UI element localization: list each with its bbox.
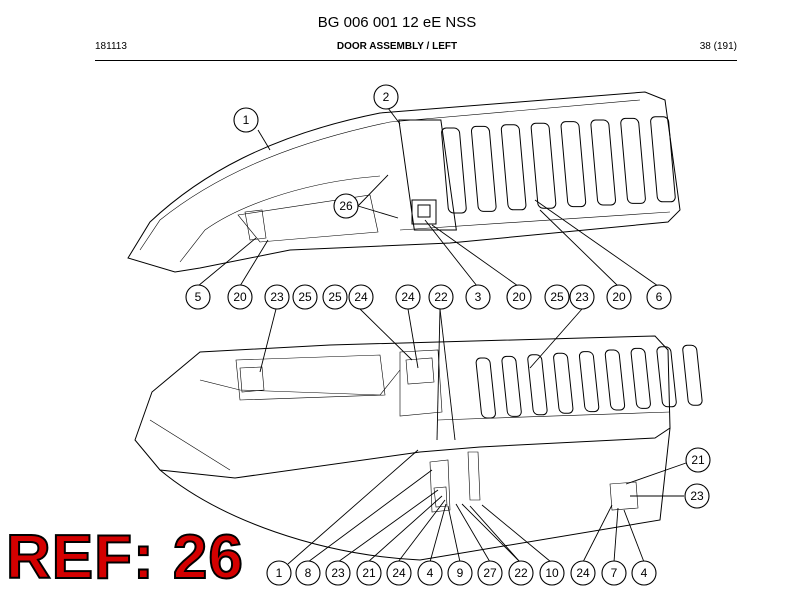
callout-2: 2 bbox=[373, 84, 399, 110]
callout-bubble: 20 bbox=[606, 284, 632, 310]
callout-bubble: 23 bbox=[569, 284, 595, 310]
callout-1-top: 1 bbox=[233, 107, 259, 133]
louver-slot bbox=[656, 346, 677, 408]
louver-slot bbox=[475, 357, 496, 419]
header-rule bbox=[95, 60, 737, 61]
callout-bubble: 25 bbox=[544, 284, 570, 310]
svg-text:23: 23 bbox=[690, 489, 704, 503]
page-number: 38 (191) bbox=[699, 41, 737, 52]
svg-text:10: 10 bbox=[545, 566, 559, 580]
louver-slot bbox=[590, 119, 617, 206]
reference-stamp: REF: 26 bbox=[5, 523, 244, 592]
callout-bubble: 3 bbox=[465, 284, 491, 310]
callout-bubble: 5 bbox=[185, 284, 211, 310]
louver-slot bbox=[441, 127, 467, 214]
callout-bubble: 23 bbox=[325, 560, 351, 586]
callout-bubble: 23 bbox=[264, 284, 290, 310]
callout-23-right: 23 bbox=[684, 483, 710, 509]
callout-bubble: 22 bbox=[508, 560, 534, 586]
svg-text:1: 1 bbox=[243, 113, 250, 127]
louver-slot bbox=[500, 124, 527, 211]
svg-text:5: 5 bbox=[195, 290, 202, 304]
louver-slot bbox=[630, 347, 651, 409]
louver-slot bbox=[527, 354, 548, 416]
svg-text:23: 23 bbox=[575, 290, 589, 304]
callout-bubble: 4 bbox=[631, 560, 657, 586]
document-code: 181113 bbox=[95, 41, 127, 52]
svg-text:20: 20 bbox=[512, 290, 526, 304]
louver-slot bbox=[530, 122, 557, 209]
callout-bubble: 8 bbox=[295, 560, 321, 586]
svg-text:2: 2 bbox=[383, 90, 390, 104]
svg-text:6: 6 bbox=[656, 290, 663, 304]
louver-slot bbox=[560, 121, 587, 208]
svg-text:26: 26 bbox=[339, 199, 353, 213]
svg-text:24: 24 bbox=[392, 566, 406, 580]
callout-bubble: 22 bbox=[428, 284, 454, 310]
svg-text:7: 7 bbox=[611, 566, 618, 580]
document-title: BG 006 001 12 eE NSS bbox=[317, 14, 477, 31]
svg-text:1: 1 bbox=[276, 566, 283, 580]
svg-text:8: 8 bbox=[305, 566, 312, 580]
callout-21-right: 21 bbox=[685, 447, 711, 473]
louver-slot bbox=[650, 116, 676, 203]
svg-text:23: 23 bbox=[331, 566, 345, 580]
callout-bubble: 27 bbox=[477, 560, 503, 586]
callout-bubble: 6 bbox=[646, 284, 672, 310]
svg-text:27: 27 bbox=[483, 566, 497, 580]
louver-slot bbox=[604, 349, 626, 411]
callout-bubble: 24 bbox=[395, 284, 421, 310]
callout-row-bottom: 1 8 23 21 24 4 9 27 22 10 24 7 4 bbox=[266, 560, 657, 586]
upper-panel-louvers bbox=[398, 119, 457, 231]
section-title: DOOR ASSEMBLY / LEFT bbox=[336, 41, 458, 52]
svg-text:22: 22 bbox=[434, 290, 448, 304]
louver-slot bbox=[620, 117, 646, 204]
svg-text:21: 21 bbox=[362, 566, 376, 580]
svg-text:4: 4 bbox=[641, 566, 648, 580]
upper-door-panel bbox=[127, 91, 681, 273]
louver-slot bbox=[553, 352, 574, 414]
louver-slot bbox=[501, 355, 522, 417]
svg-text:20: 20 bbox=[612, 290, 626, 304]
callout-bubble: 4 bbox=[417, 560, 443, 586]
leader-lines bbox=[197, 107, 687, 565]
svg-text:24: 24 bbox=[354, 290, 368, 304]
lower-louver-slots bbox=[475, 344, 703, 419]
callout-bubble: 21 bbox=[356, 560, 382, 586]
callout-bubble: 20 bbox=[506, 284, 532, 310]
callout-bubble: 24 bbox=[570, 560, 596, 586]
svg-text:25: 25 bbox=[298, 290, 312, 304]
callout-bubble: 10 bbox=[539, 560, 565, 586]
svg-text:21: 21 bbox=[691, 453, 705, 467]
callout-bubble: 24 bbox=[386, 560, 412, 586]
svg-text:23: 23 bbox=[270, 290, 284, 304]
upper-louver-slots bbox=[441, 116, 676, 214]
callout-row-middle: 5 20 23 25 25 24 24 22 3 20 25 23 20 6 bbox=[185, 284, 672, 310]
callout-bubble: 7 bbox=[601, 560, 627, 586]
svg-text:22: 22 bbox=[514, 566, 528, 580]
callout-bubble: 24 bbox=[348, 284, 374, 310]
lower-door-panel bbox=[134, 335, 671, 561]
svg-text:20: 20 bbox=[233, 290, 247, 304]
svg-text:24: 24 bbox=[401, 290, 415, 304]
louver-slot bbox=[682, 344, 703, 406]
svg-text:24: 24 bbox=[576, 566, 590, 580]
svg-text:4: 4 bbox=[427, 566, 434, 580]
callout-bubble: 25 bbox=[292, 284, 318, 310]
svg-text:3: 3 bbox=[475, 290, 482, 304]
callout-bubble: 9 bbox=[447, 560, 473, 586]
svg-text:9: 9 bbox=[457, 566, 464, 580]
louver-slot bbox=[470, 125, 497, 212]
callout-26: 26 bbox=[333, 193, 359, 219]
svg-text:25: 25 bbox=[328, 290, 342, 304]
louver-slot bbox=[578, 351, 600, 413]
callout-bubble: 25 bbox=[322, 284, 348, 310]
callout-bubble: 20 bbox=[227, 284, 253, 310]
callout-bubble: 1 bbox=[266, 560, 292, 586]
svg-text:25: 25 bbox=[550, 290, 564, 304]
